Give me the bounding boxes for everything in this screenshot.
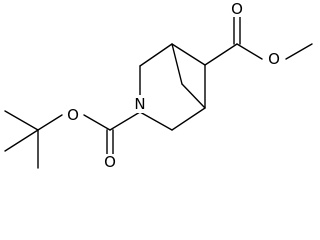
- boc-ether-oxygen-label: O: [67, 106, 79, 124]
- bond-ometh-methyl: [285, 43, 313, 60]
- molecule-diagram: N O O O O: [4, 0, 313, 171]
- nitrogen-atom-label: N: [134, 95, 145, 113]
- bond-carbonyl-oether: [83, 114, 111, 131]
- structure-drawing: N O O O O: [4, 0, 313, 171]
- bond-oether-quatc: [37, 114, 63, 131]
- bond-bridge-c5: [181, 83, 206, 109]
- bond-bridge-c1: [171, 43, 183, 85]
- bond-quatc-methyl-left: [4, 110, 39, 131]
- bond-c4-c5: [171, 107, 206, 131]
- bond-carbonyl-ometh: [236, 43, 263, 60]
- bond-n-c4: [139, 111, 173, 131]
- bond-c1-c2: [139, 43, 173, 67]
- ester-carbonyl-oxygen-label: O: [231, 0, 243, 18]
- ester-methoxy-oxygen-label: O: [268, 50, 280, 68]
- boc-bonds: [4, 110, 141, 169]
- bond-c6-carbonyl: [204, 43, 238, 66]
- atom-labels: N O O O O: [66, 0, 282, 171]
- boc-carbonyl-oxygen-label: O: [104, 153, 116, 171]
- methyl-ester-bonds: [204, 15, 313, 66]
- bond-c6-c1: [171, 43, 206, 66]
- bond-quatc-methyl-down: [4, 129, 39, 152]
- ring-bonds: [139, 43, 206, 131]
- bond-n-carbonyl: [109, 111, 141, 131]
